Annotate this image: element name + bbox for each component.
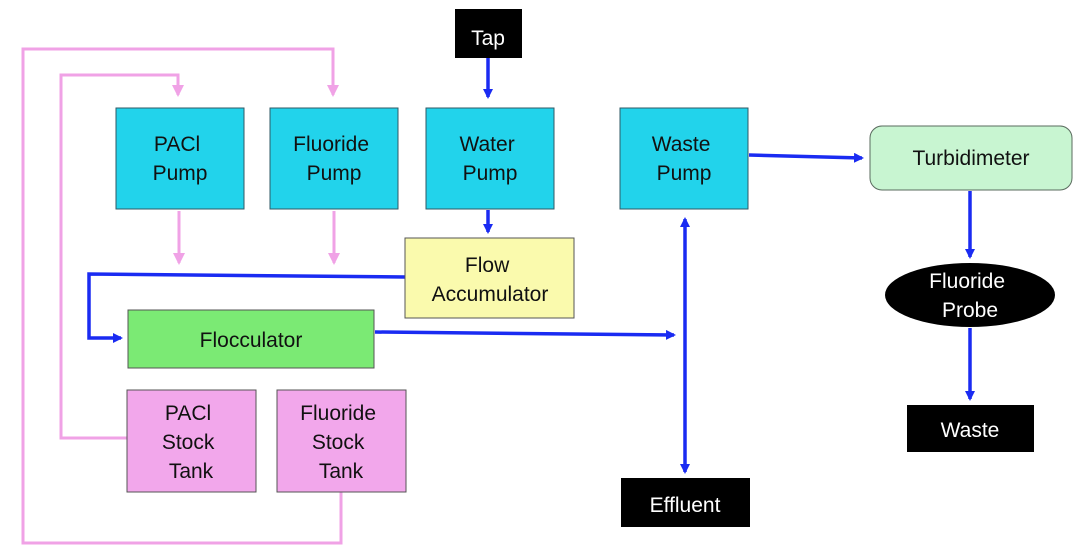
turbidimeter-label: Turbidimeter: [912, 147, 1029, 170]
flow-accumulator-label: Flow Accumulator: [432, 254, 549, 306]
turbidimeter-node: Turbidimeter: [869, 125, 1073, 191]
flocculator-to-junction-line: [374, 329, 676, 340]
fluoride-probe-node: Fluoride Probe: [885, 263, 1055, 327]
pacl-stock-tank-node: PACl Stock Tank: [126, 389, 257, 493]
effluent-node: Effluent: [621, 478, 750, 527]
waste-node: Waste: [907, 405, 1034, 452]
pacl-pump-node: PACl Pump: [115, 107, 245, 210]
flow-lines: [87, 58, 975, 474]
pacl-pump-label: PACl Pump: [153, 133, 208, 185]
fluoride-stock-tank-label: Fluoride Stock Tank: [300, 402, 382, 483]
tap-label: Tap: [471, 27, 505, 50]
fluoride-stock-tank-node: Fluoride Stock Tank: [276, 389, 407, 493]
water-pump-label: Water Pump: [459, 133, 520, 185]
pacl-stock-to-pacl-pump-line: [59, 73, 184, 440]
water-pump-node: Water Pump: [425, 107, 555, 210]
effluent-label: Effluent: [650, 494, 721, 517]
flocculator-node: Flocculator: [127, 309, 375, 369]
waste-pump-node: Waste Pump: [619, 107, 749, 210]
flow-accumulator-node: Flow Accumulator: [404, 237, 575, 319]
waste-pump-to-turbidimeter-line: [748, 152, 864, 163]
tap-node: Tap: [455, 9, 522, 58]
chemical-lines: [21, 47, 343, 545]
fluoride-stock-to-fluoride-pump-line: [21, 47, 343, 545]
fluoride-pump-node: Fluoride Pump: [269, 107, 399, 210]
waste-label: Waste: [941, 419, 1000, 442]
flocculator-label: Flocculator: [200, 329, 303, 352]
fluoride-probe-label: Fluoride Probe: [929, 270, 1011, 322]
fluoride-pump-label: Fluoride Pump: [293, 133, 375, 185]
accumulator-to-flocculator-line: [87, 272, 406, 343]
pacl-stock-tank-label: PACl Stock Tank: [162, 402, 220, 483]
waste-pump-label: Waste Pump: [652, 133, 717, 185]
